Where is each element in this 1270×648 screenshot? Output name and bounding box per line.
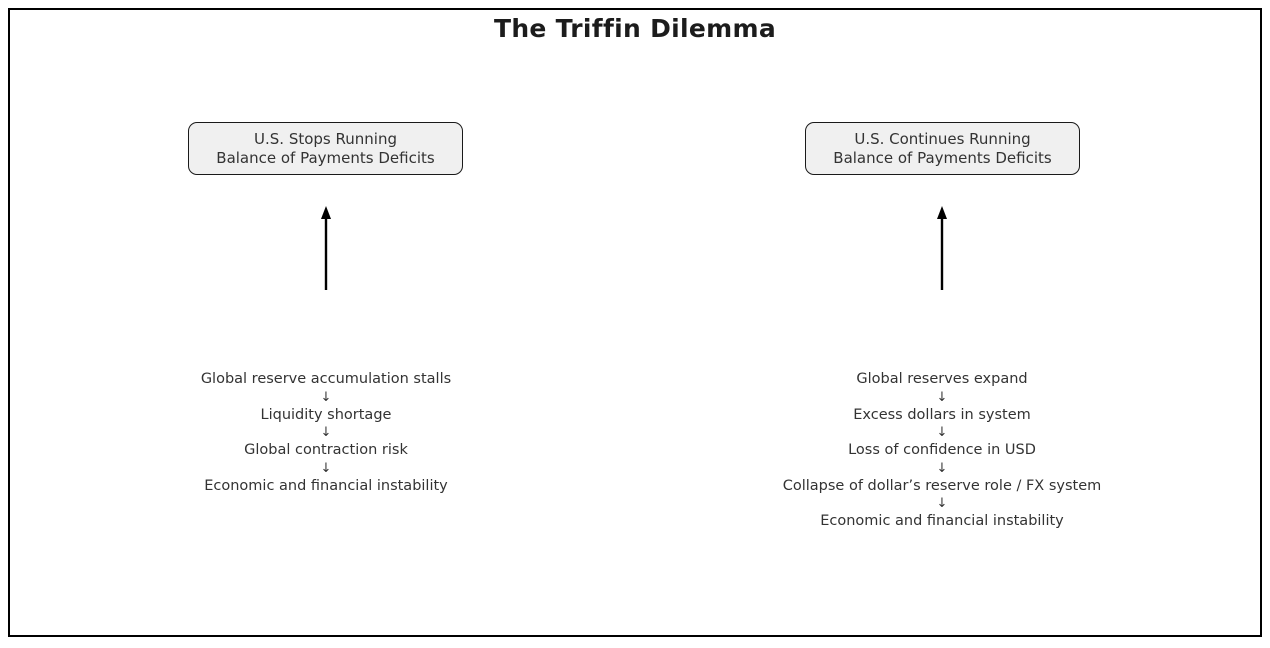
down-arrow-icon: ↓ bbox=[936, 389, 948, 405]
up-arrow-icon bbox=[937, 206, 947, 290]
down-arrow-icon: ↓ bbox=[320, 425, 332, 441]
outcome-box-label-line1: U.S. Continues Running bbox=[854, 129, 1031, 148]
outcome-box-continues-deficits: U.S. Continues Running Balance of Paymen… bbox=[805, 122, 1080, 175]
outcome-box-stops-deficits: U.S. Stops Running Balance of Payments D… bbox=[188, 122, 463, 175]
down-arrow-icon: ↓ bbox=[936, 460, 948, 476]
chain-step: Global reserve accumulation stalls bbox=[200, 371, 452, 387]
down-arrow-icon: ↓ bbox=[936, 496, 948, 512]
diagram-frame bbox=[8, 8, 1262, 637]
down-arrow-icon: ↓ bbox=[320, 389, 332, 405]
diagram-title: The Triffin Dilemma bbox=[493, 14, 777, 43]
chain-step: Collapse of dollar’s reserve role / FX s… bbox=[782, 477, 1102, 494]
chain-step: Global reserves expand bbox=[856, 371, 1028, 387]
chain-step: Loss of confidence in USD bbox=[848, 442, 1036, 458]
causal-chain-stops-deficits: Global reserve accumulation stalls ↓ Liq… bbox=[126, 371, 526, 495]
chain-step: Economic and financial instability bbox=[820, 513, 1064, 529]
causal-chain-continues-deficits: Global reserves expand ↓ Excess dollars … bbox=[742, 371, 1142, 531]
down-arrow-icon: ↓ bbox=[320, 460, 332, 476]
down-arrow-icon: ↓ bbox=[936, 425, 948, 441]
up-arrow-icon bbox=[321, 206, 331, 290]
chain-step: Excess dollars in system bbox=[853, 406, 1031, 423]
chain-step: Global contraction risk bbox=[244, 442, 408, 458]
outcome-box-label-line2: Balance of Payments Deficits bbox=[833, 148, 1052, 167]
outcome-box-label-line2: Balance of Payments Deficits bbox=[216, 148, 435, 167]
outcome-box-label-line1: U.S. Stops Running bbox=[254, 129, 397, 148]
chain-step: Economic and financial instability bbox=[204, 477, 448, 494]
chain-step: Liquidity shortage bbox=[260, 406, 392, 423]
